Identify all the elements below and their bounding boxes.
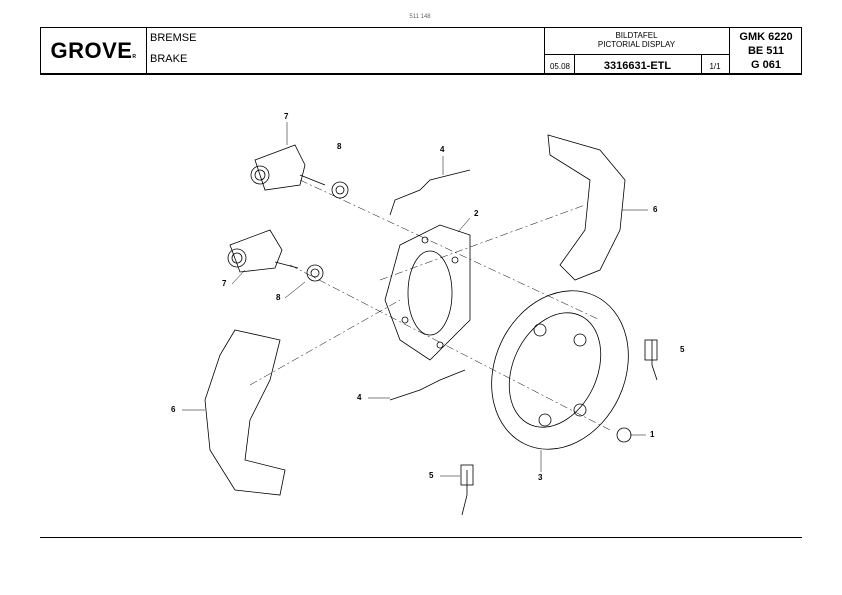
model: GMK 6220 xyxy=(739,31,793,43)
logo-text: GROVE xyxy=(50,38,133,63)
be-number: BE 511 xyxy=(747,45,785,57)
callout-1: 1 xyxy=(650,430,655,439)
wheel-cylinder-upper xyxy=(250,144,349,199)
spring-lower xyxy=(389,369,466,401)
page-number: 1/1 xyxy=(709,62,721,71)
callout-6: 6 xyxy=(653,205,658,214)
spring-upper xyxy=(389,169,471,216)
display-german: BILDTAFEL xyxy=(615,31,658,40)
callout-4: 4 xyxy=(440,145,445,154)
center-lines xyxy=(249,179,611,431)
bottom-rule xyxy=(40,537,802,538)
display-label: BILDTAFEL PICTORIAL DISPLAY xyxy=(544,31,729,49)
display-english: PICTORIAL DISPLAY xyxy=(597,40,676,49)
callout-6-lower: 6 xyxy=(171,405,176,414)
title-english: BRAKE xyxy=(150,53,188,65)
callout-4-lower: 4 xyxy=(357,393,362,402)
anchor-plate xyxy=(384,224,471,361)
brake-lining xyxy=(491,290,629,450)
brake-shoe-lower xyxy=(204,329,286,496)
page-reference: 511 148 xyxy=(409,14,431,20)
leader-lines xyxy=(182,122,648,477)
title-german: BREMSE xyxy=(150,32,197,44)
callout-8-lower: 8 xyxy=(276,293,281,302)
callout-5-lower: 5 xyxy=(429,471,434,480)
callout-3: 3 xyxy=(538,473,543,482)
callout-7-lower: 7 xyxy=(222,279,227,288)
callout-5: 5 xyxy=(680,345,685,354)
document-number: 3316631-ETL xyxy=(603,60,672,72)
spring-bottom xyxy=(461,470,468,516)
spring-right xyxy=(651,340,658,381)
group-number: G 061 xyxy=(751,59,781,71)
callout-8: 8 xyxy=(337,142,342,151)
date: 05.08 xyxy=(549,62,571,71)
callout-7: 7 xyxy=(284,112,289,121)
plug xyxy=(616,427,632,443)
callout-2: 2 xyxy=(474,209,479,218)
wheel-cylinder-lower xyxy=(227,229,324,282)
model-block: GMK 6220 BE 511 G 061 xyxy=(729,30,803,72)
brake-shoe-upper xyxy=(547,134,626,281)
